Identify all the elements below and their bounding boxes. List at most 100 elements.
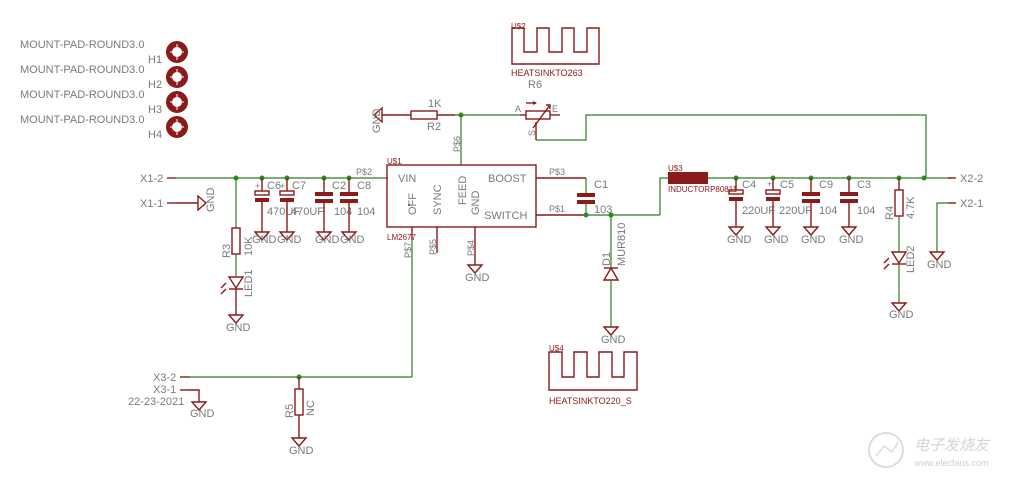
polarity-plus: +	[767, 179, 772, 189]
pin-switch: SWITCH	[484, 210, 527, 222]
connector-note: 22-23-2021	[128, 396, 184, 408]
gnd-label: GND	[371, 109, 383, 134]
led1-ref: LED1	[243, 269, 255, 297]
pin-off: OFF	[407, 193, 419, 215]
r2-resistor[interactable]: GND 1K R2	[371, 98, 455, 133]
gnd-label: GND	[889, 309, 914, 321]
connector-label: X1-1	[140, 198, 163, 210]
r5-ref: R5	[284, 404, 296, 418]
gnd-label: GND	[839, 234, 864, 246]
ic-lm2677[interactable]: U$1 LM2677 VIN BOOST SWITCH FEED GND OFF…	[386, 157, 537, 242]
cap-c9[interactable]: C9 104 GND	[801, 178, 837, 246]
connector-label: X3-1	[153, 384, 176, 396]
cap-c3[interactable]: C3 104 GND	[839, 178, 875, 246]
connector-x3-2[interactable]: X3-2	[153, 372, 190, 384]
cap-c1-ref: C1	[594, 179, 608, 191]
r2-value: 1K	[428, 98, 442, 110]
heatsink-value: HEATSINKTO263	[511, 68, 583, 78]
r6-potentiometer[interactable]: R6 A E S	[515, 79, 560, 140]
inductor-u3[interactable]: U$3 INDUCTORP80811	[668, 164, 738, 194]
mount-pad-label: MOUNT-PAD-ROUND3.0	[20, 89, 144, 101]
r5-resistor[interactable]: R5 NC GND	[284, 377, 317, 457]
led2[interactable]: LED2	[883, 245, 917, 273]
cap-ref: C2	[332, 180, 346, 192]
cap-c2[interactable]: C2 104 GND	[315, 178, 352, 246]
mount-pad-h2[interactable]: MOUNT-PAD-ROUND3.0 H2	[20, 64, 188, 91]
gnd-label: GND	[340, 234, 365, 246]
cap-ref: C6	[267, 180, 281, 192]
heatsink-ref: U$2	[511, 22, 526, 31]
cap-ref: C5	[780, 179, 794, 191]
gnd-label: GND	[801, 234, 826, 246]
cap-value: 470UF	[267, 206, 300, 218]
pin-p4: P$4	[466, 240, 476, 256]
gnd-label: GND	[315, 234, 340, 246]
led2-ref: LED2	[905, 245, 917, 273]
led1[interactable]: LED1	[220, 269, 255, 297]
connector-x1-1[interactable]: X1-1 GND	[140, 188, 217, 213]
cap-c8[interactable]: C8 104 GND	[340, 178, 375, 246]
connector-x1-2[interactable]: X1-2	[140, 173, 176, 185]
gnd-label: GND	[226, 322, 251, 334]
pin-feed: FEED	[457, 176, 469, 205]
r4-value: 4.7K	[905, 196, 917, 219]
r4-ref: R4	[884, 206, 896, 220]
mount-pad-ref: H3	[148, 104, 162, 116]
connector-label: X2-2	[960, 173, 983, 185]
pin-p7: P$7	[403, 242, 413, 258]
cap-ref: C8	[357, 180, 371, 192]
connector-x2-1[interactable]: X2-1 GND	[927, 198, 983, 271]
pin-p2: P$2	[356, 167, 372, 177]
mount-pad-label: MOUNT-PAD-ROUND3.0	[20, 64, 144, 76]
gnd-label: GND	[601, 334, 626, 346]
r6-pin-e: E	[552, 104, 558, 114]
r6-pin-a: A	[515, 104, 521, 114]
r6-pin-s: S	[527, 130, 537, 136]
heatsink-value: HEATSINKTO220_S	[549, 396, 632, 406]
cap-value: 104	[334, 206, 352, 218]
polarity-plus: +	[255, 181, 260, 191]
r6-ref: R6	[528, 79, 542, 91]
mount-pad-ref: H1	[148, 54, 162, 66]
pin-p6: P$6	[452, 136, 462, 152]
gnd-label: GND	[927, 259, 952, 271]
r4-resistor[interactable]: R4 4.7K	[884, 178, 917, 220]
gnd-label: GND	[205, 188, 217, 213]
cap-c4[interactable]: C4 220UF GND	[727, 178, 775, 246]
heatsink-u4[interactable]: U$4 HEATSINKTO220_S	[548, 344, 638, 406]
inductor-ref: U$3	[668, 164, 683, 173]
pin-sync: SYNC	[432, 184, 444, 215]
cap-c6[interactable]: + C6 470UF GND	[252, 178, 300, 246]
watermark: 电子发烧友 www.elecfans.com	[868, 432, 991, 468]
r3-resistor[interactable]: R3 10K	[221, 178, 255, 258]
cap-ref: C7	[292, 180, 306, 192]
r2-ref: R2	[427, 121, 441, 133]
mount-pad-h1[interactable]: MOUNT-PAD-ROUND3.0 H1	[20, 39, 188, 66]
connector-label: X3-2	[153, 372, 176, 384]
pin-p1: P$1	[549, 204, 565, 214]
cap-ref: C4	[742, 179, 756, 191]
pin-p3: P$3	[549, 167, 565, 177]
connector-x3-1[interactable]: X3-1 22-23-2021 GND	[128, 384, 215, 420]
gnd-label: GND	[289, 445, 314, 457]
cap-value: 470UF	[291, 206, 324, 218]
mount-pad-label: MOUNT-PAD-ROUND3.0	[20, 39, 144, 51]
ic-ref: U$1	[387, 157, 402, 166]
cap-ref: C3	[857, 179, 871, 191]
cap-c5[interactable]: + C5 220UF GND	[764, 178, 812, 246]
mount-pad-h3[interactable]: MOUNT-PAD-ROUND3.0 H3	[20, 89, 188, 116]
connector-x2-2[interactable]: X2-2	[948, 173, 983, 185]
gnd-label: GND	[190, 408, 215, 420]
cap-c1[interactable]: C1 103	[577, 178, 612, 216]
cap-value: 104	[357, 206, 375, 218]
heatsink-ref: U$4	[549, 344, 564, 353]
heatsink-u2[interactable]: U$2 HEATSINKTO263	[511, 22, 600, 78]
watermark-logo-icon	[868, 432, 904, 468]
diode-d1[interactable]: D1 MUR810	[601, 223, 628, 281]
cap-value: 104	[819, 205, 837, 217]
polarity-plus: +	[280, 181, 285, 191]
mount-pad-h4[interactable]: MOUNT-PAD-ROUND3.0 H4	[20, 114, 188, 141]
pin-vin: VIN	[398, 173, 416, 185]
cap-c7[interactable]: + C7 470UF GND	[277, 178, 324, 246]
cap-ref: C9	[819, 179, 833, 191]
